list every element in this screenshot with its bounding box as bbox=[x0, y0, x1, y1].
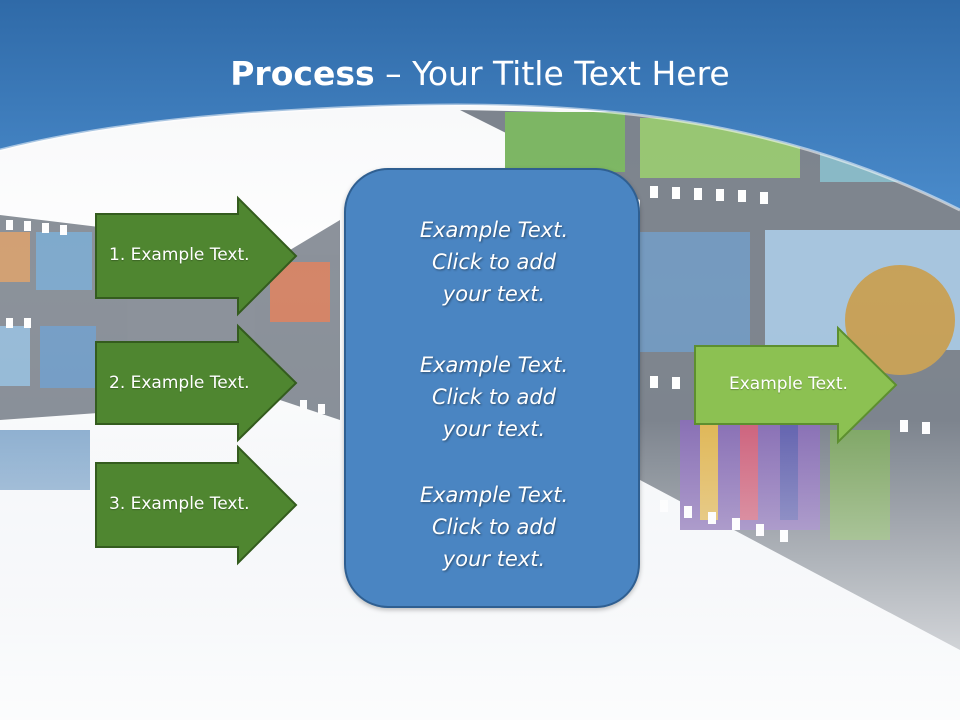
step-label-1: 1. Example Text. bbox=[109, 245, 250, 265]
center-line: Click to add bbox=[431, 250, 556, 274]
center-line: Example Text. bbox=[419, 353, 569, 377]
output-arrow-label: Example Text. bbox=[729, 374, 848, 394]
center-text-block-1: Example Text. Click to add your text. bbox=[346, 214, 642, 310]
center-line: Click to add bbox=[431, 385, 556, 409]
center-text-block-2: Example Text. Click to add your text. bbox=[346, 349, 642, 445]
center-line: Click to add bbox=[431, 515, 556, 539]
center-process-box[interactable]: Example Text. Click to add your text. Ex… bbox=[344, 168, 640, 608]
title-rest: – Your Title Text Here bbox=[374, 54, 730, 93]
center-line: your text. bbox=[442, 547, 546, 571]
center-line: your text. bbox=[442, 417, 546, 441]
center-line: Example Text. bbox=[419, 218, 569, 242]
step-label-2: 2. Example Text. bbox=[109, 373, 250, 393]
center-text-block-3: Example Text. Click to add your text. bbox=[346, 479, 642, 575]
step-arrow-3[interactable] bbox=[95, 444, 298, 566]
center-line: Example Text. bbox=[419, 483, 569, 507]
step-arrow-2[interactable] bbox=[95, 323, 298, 443]
slide-title: Process – Your Title Text Here bbox=[0, 52, 960, 96]
step-label-3: 3. Example Text. bbox=[109, 494, 250, 514]
title-bold: Process bbox=[230, 54, 375, 93]
output-arrow[interactable] bbox=[694, 325, 898, 445]
step-arrow-1[interactable] bbox=[95, 195, 298, 317]
center-line: your text. bbox=[442, 282, 546, 306]
